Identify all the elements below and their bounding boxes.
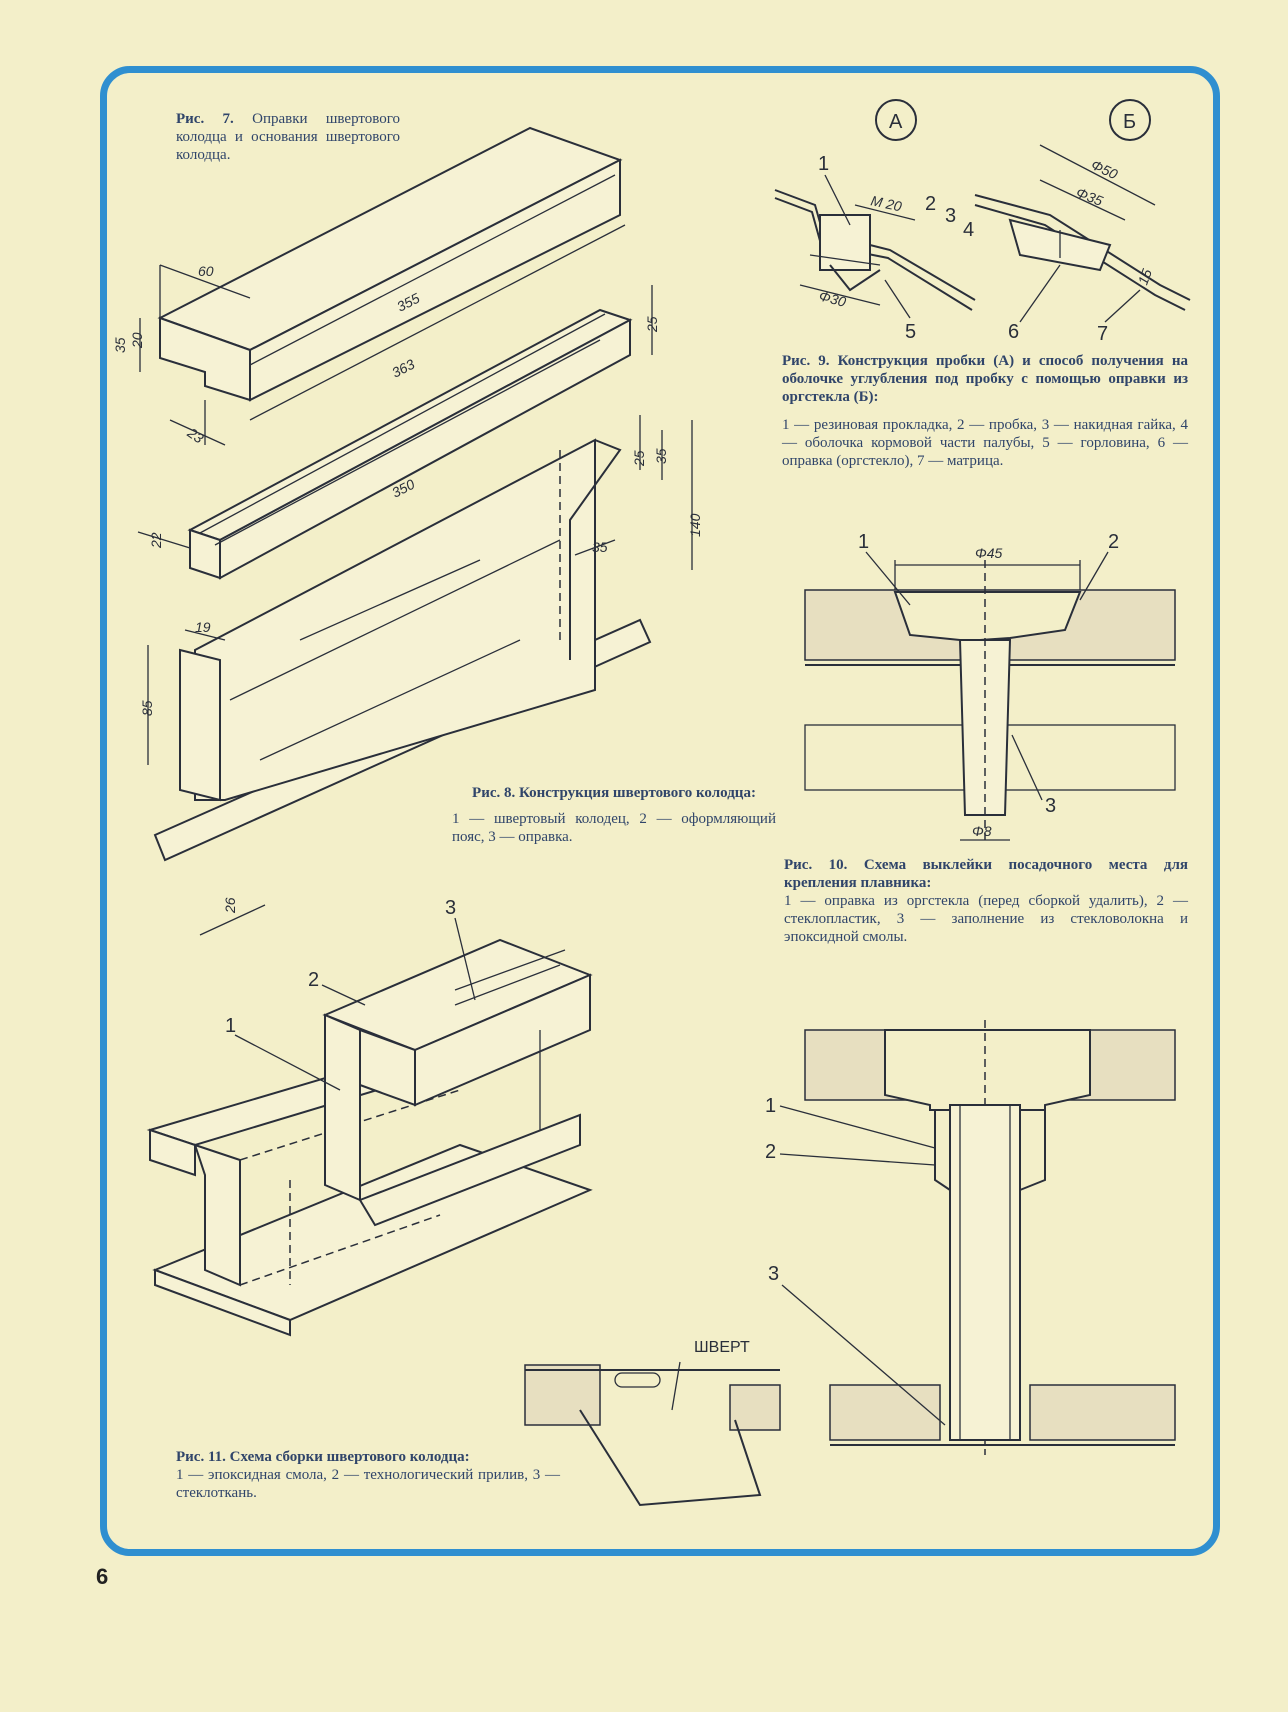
fig11-label-1: 1 bbox=[765, 1095, 776, 1117]
svg-text:7: 7 bbox=[1097, 323, 1108, 345]
fig9-marker-a: А bbox=[875, 99, 917, 141]
fig10-dim-phi45: Φ45 bbox=[975, 545, 1003, 561]
assembly-well bbox=[322, 938, 593, 1227]
fig8-caption-title: Рис. 8. bbox=[472, 785, 516, 801]
svg-text:6: 6 bbox=[1008, 321, 1019, 343]
fig8-caption-items: 1 — швертовый колодец, 2 — оформляющий п… bbox=[452, 811, 776, 845]
assembly-label-2: 2 bbox=[308, 969, 319, 991]
fig9-dim-15: 15 bbox=[1135, 267, 1155, 287]
fig8-well bbox=[153, 438, 652, 862]
fig11-cross-section bbox=[804, 1020, 1176, 1455]
fig10-caption-items: 1 — оправка из оргстекла (перед сборкой … bbox=[784, 893, 1188, 945]
fig9-dim-m20: M 20 bbox=[869, 192, 903, 214]
fig11-label-2: 2 bbox=[765, 1141, 776, 1163]
fig10-caption: Рис. 10. Схема выклейки посадочного мест… bbox=[784, 856, 1188, 946]
fig9-caption: Рис. 9. Конструкция пробки (А) и способ … bbox=[782, 352, 1188, 470]
svg-text:2: 2 bbox=[925, 193, 936, 215]
fig10-label-2: 2 bbox=[1108, 531, 1119, 553]
fig10-dim-phi8: Φ8 bbox=[972, 823, 992, 839]
fig10-caption-title: Рис. 10. bbox=[784, 857, 848, 873]
fig9-labels: 1 2 3 4 5 6 7 bbox=[818, 153, 1141, 345]
fig9-plug-b bbox=[974, 194, 1191, 311]
svg-text:4: 4 bbox=[963, 219, 974, 241]
fig8-dim-26: 26 bbox=[222, 897, 238, 914]
fig8-dim-140: 140 bbox=[687, 513, 703, 537]
fig9-dim-phi30: Φ30 bbox=[817, 287, 848, 310]
fig11-caption: Рис. 11. Схема сборки швертового колодца… bbox=[176, 1448, 560, 1502]
fig9-caption-title: Рис. 9. bbox=[782, 353, 830, 369]
svg-text:Б: Б bbox=[1123, 111, 1136, 133]
fig11-caption-title: Рис. 11. bbox=[176, 1449, 226, 1465]
fig7-caption: Рис. 7. Оправки швертового колодца и осн… bbox=[176, 110, 400, 164]
fig8-dim-22: 22 bbox=[148, 532, 164, 549]
page-number: 6 bbox=[96, 1564, 109, 1589]
svg-text:1: 1 bbox=[818, 153, 829, 175]
fig8-dim-35a: 35 bbox=[653, 448, 669, 464]
fig10-label-1: 1 bbox=[858, 531, 869, 553]
fig11-shvert-label: ШВЕРТ bbox=[694, 1339, 750, 1356]
fig7-caption-text: Оправки швертового колодца и основания ш… bbox=[176, 111, 400, 163]
fig8-caption: Рис. 8. Конструкция швертового колодца: … bbox=[452, 784, 776, 846]
fig8-dim-85: 85 bbox=[139, 700, 155, 716]
fig10-label-3: 3 bbox=[1045, 795, 1056, 817]
fig11-caption-heading: Схема сборки швертового колодца: bbox=[229, 1449, 470, 1465]
svg-text:5: 5 bbox=[905, 321, 916, 343]
fig8-dim-35b: 35 bbox=[592, 539, 608, 555]
fig8-dim-25: 25 bbox=[631, 450, 647, 467]
fig9-caption-heading: Конструкция пробки (А) и способ получени… bbox=[782, 353, 1189, 405]
fig11-label-3: 3 bbox=[768, 1263, 779, 1285]
fig7-caption-title: Рис. 7. bbox=[176, 111, 234, 127]
fig7-dim-60: 60 bbox=[198, 263, 214, 279]
assembly-label-3: 3 bbox=[445, 897, 456, 919]
fig7-dim-35: 35 bbox=[112, 337, 128, 353]
fig8-caption-heading: Конструкция швертового колодца: bbox=[519, 785, 756, 801]
fig7-dim-23: 23 bbox=[184, 424, 207, 447]
page-frame bbox=[100, 66, 1220, 1556]
fig9-marker-b: Б bbox=[1109, 99, 1151, 141]
fig9-plug-a bbox=[774, 189, 976, 311]
assembly-label-1: 1 bbox=[225, 1015, 236, 1037]
svg-text:3: 3 bbox=[945, 205, 956, 227]
fig8-dimensions: 350 25 35 35 140 19 85 26 22 bbox=[137, 339, 703, 936]
fig7-dim-20: 20 bbox=[129, 332, 145, 349]
fig9-caption-items: 1 — резиновая прокладка, 2 — пробка, 3 —… bbox=[782, 417, 1188, 469]
fig10-fin-socket bbox=[958, 639, 1012, 816]
fig7-mandrel-channel bbox=[187, 308, 633, 580]
svg-text:А: А bbox=[889, 111, 903, 133]
fig11-caption-items: 1 — эпоксидная смола, 2 — технологически… bbox=[176, 1467, 560, 1501]
fig11-shvert-section: ШВЕРТ bbox=[524, 1339, 781, 1507]
fig7-dim-25: 25 bbox=[644, 316, 660, 333]
fig8-dim-19: 19 bbox=[195, 619, 211, 635]
fig10-caption-heading: Схема выклейки посадочного места для кре… bbox=[784, 857, 1189, 891]
